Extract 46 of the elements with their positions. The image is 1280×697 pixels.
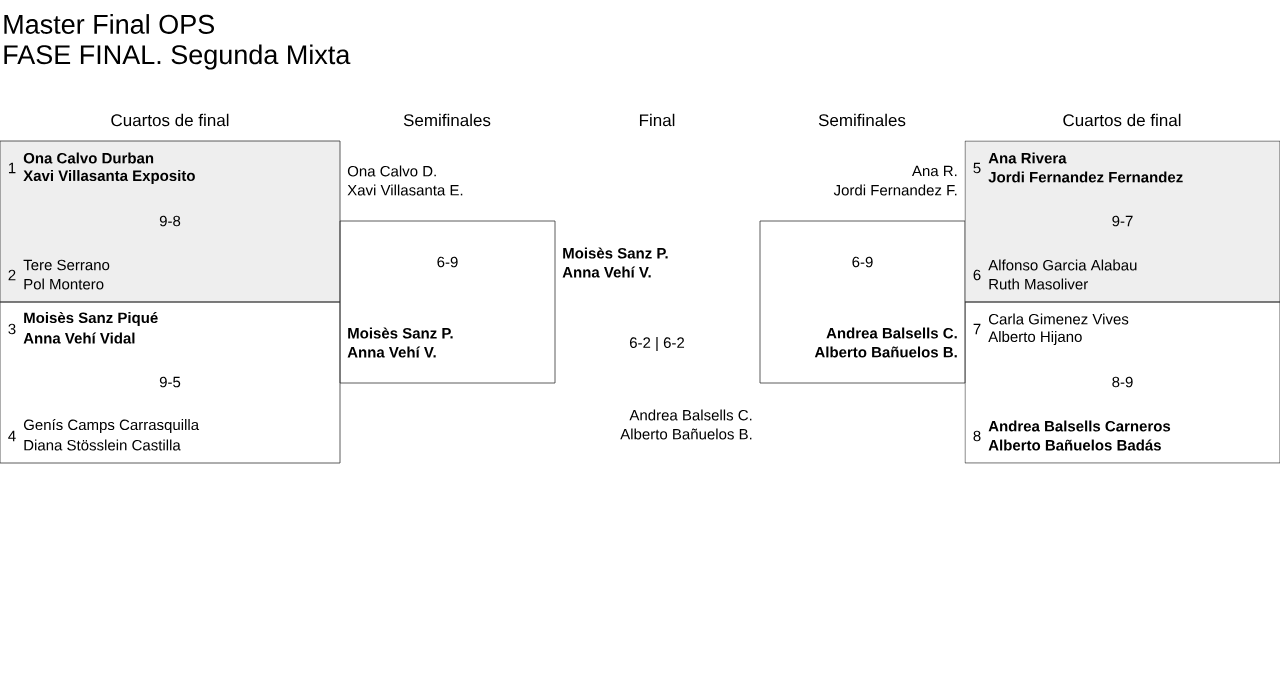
- column-heading: Semifinales: [818, 113, 906, 127]
- seed-number: 3: [8, 323, 16, 335]
- seed-number: 1: [9, 162, 16, 174]
- column-heading: Final: [640, 113, 675, 127]
- score: 9-5: [159, 376, 181, 388]
- seed-number: 2: [8, 269, 16, 281]
- player-name: Anna Vehí V.: [347, 346, 436, 358]
- player-name: Jordi Fernandez F.: [833, 184, 957, 196]
- title: Master Final OPS: [4, 14, 214, 34]
- player-name: Xavi Villasanta E.: [347, 184, 463, 196]
- player-name: Alberto Bañuelos B.: [620, 428, 752, 440]
- player-name: Ana Rivera: [988, 152, 1067, 164]
- player-name: Alberto Bañuelos B.: [814, 346, 957, 358]
- score: 6-9: [852, 256, 873, 268]
- player-name: Andrea Balsells Carneros: [988, 420, 1171, 432]
- seed-number: 6: [973, 269, 981, 281]
- score: 9-8: [159, 215, 181, 227]
- seed-number: 7: [973, 323, 981, 335]
- player-name: Ruth Masoliver: [989, 278, 1088, 290]
- player-name: Jordi Fernandez Fernandez: [988, 171, 1183, 183]
- seed-number: 5: [973, 162, 981, 174]
- subtitle: FASE FINAL. Segunda Mixta: [4, 44, 351, 70]
- seed-number: 4: [8, 430, 16, 442]
- score: 8-9: [1112, 376, 1133, 388]
- player-name: Alfonso Garcia Alabau: [988, 259, 1137, 271]
- player-name: Alberto Bañuelos Badás: [988, 439, 1161, 451]
- player-name: Ana R.: [912, 165, 957, 177]
- player-name: Alberto Hijano: [988, 331, 1082, 345]
- player-name: Diana Stösslein Castilla: [24, 439, 181, 451]
- score: 6-2 | 6-2: [630, 337, 685, 352]
- player-name: Andrea Balsells C.: [629, 409, 752, 421]
- column-heading: Semifinales: [403, 113, 491, 127]
- player-name: Andrea Balsells C.: [826, 327, 957, 339]
- score: 6-9: [437, 256, 458, 268]
- player-name: Xavi Villasanta Exposito: [23, 170, 195, 184]
- player-name: Moisès Sanz P.: [348, 327, 453, 339]
- player-name: Pol Montero: [24, 278, 104, 290]
- player-name: Ona Calvo Durban: [23, 152, 154, 164]
- player-name: Moisès Sanz Piqué: [24, 311, 158, 327]
- player-name: Genís Camps Carrasquilla: [23, 418, 200, 434]
- player-name: Anna Vehí Vidal: [23, 332, 135, 344]
- seed-number: 8: [973, 430, 981, 442]
- player-name: Carla Gimenez Vives: [989, 313, 1129, 325]
- score: 9-7: [1112, 215, 1133, 227]
- player-name: Ona Calvo D.: [347, 165, 436, 177]
- player-name: Tere Serrano: [23, 259, 110, 271]
